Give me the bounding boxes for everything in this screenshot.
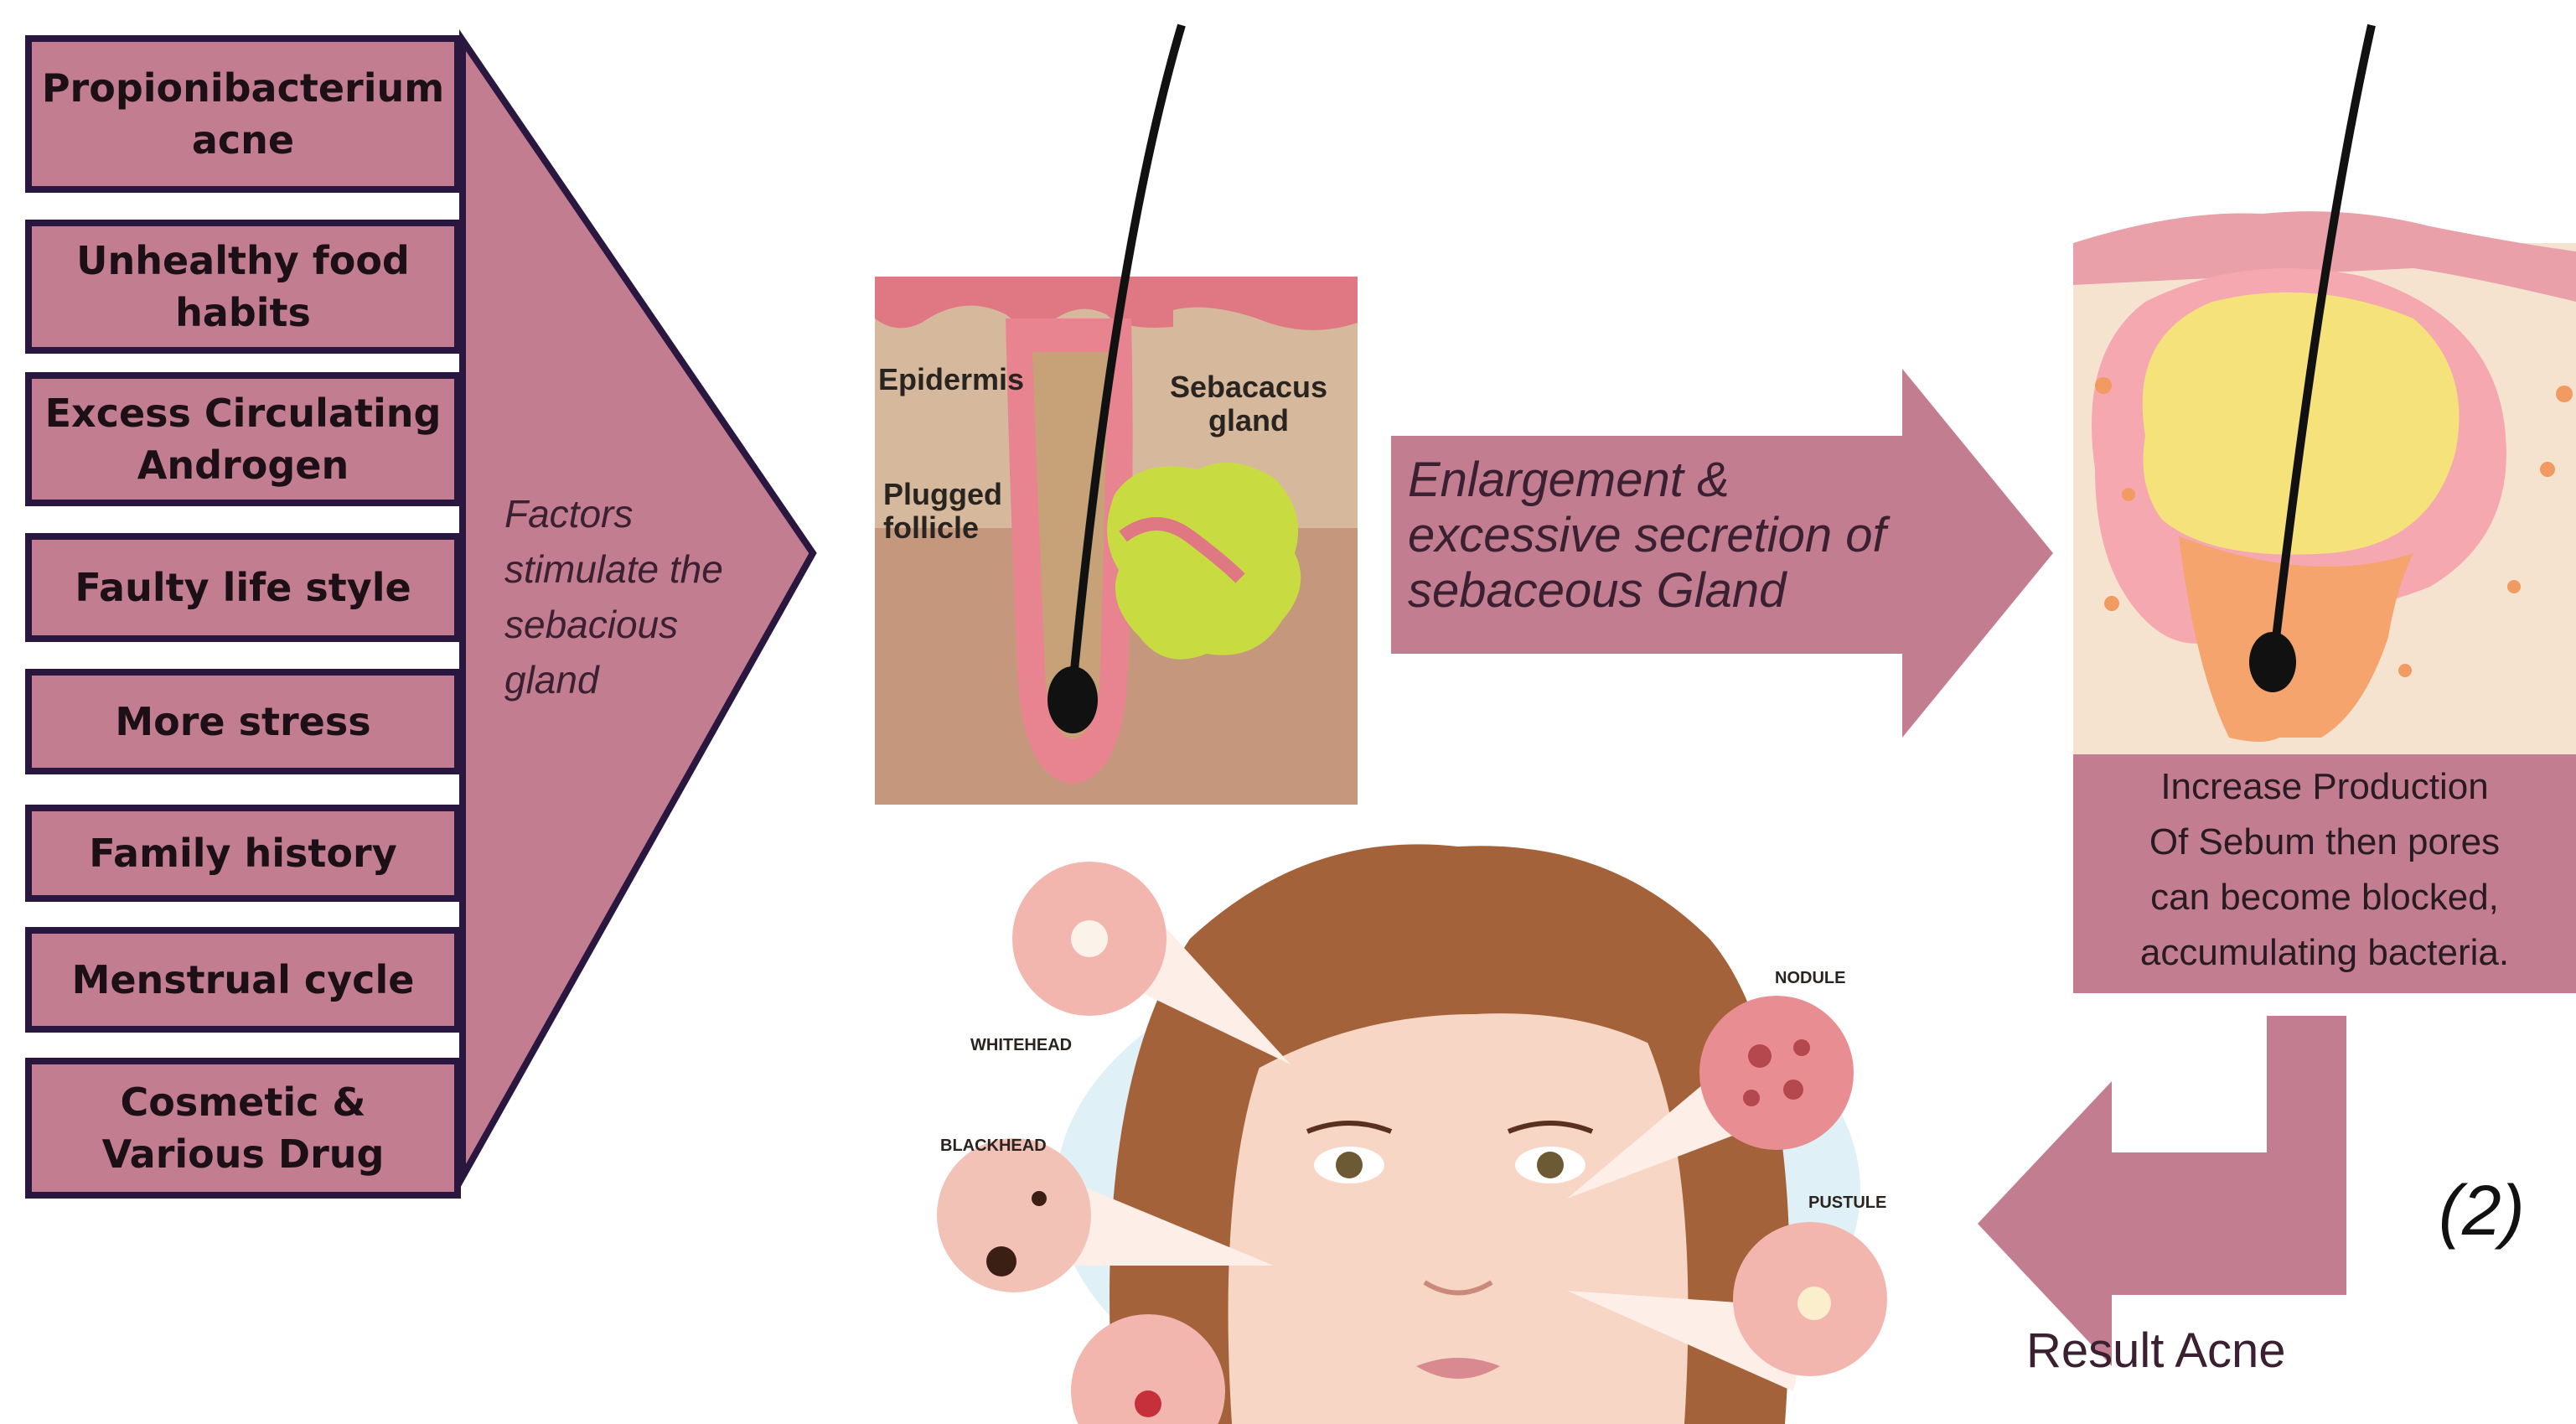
factors-arrow-label: Factors stimulate the sebacious gland: [504, 486, 723, 707]
reference-number: (2): [2439, 1170, 2525, 1251]
whitehead-label: WHITEHEAD: [970, 1036, 1072, 1055]
face-illustration: [937, 844, 1887, 1424]
result-acne-label: Result Acne: [2026, 1323, 2286, 1379]
pustule-label: PUSTULE: [1808, 1194, 1886, 1213]
blackhead-label: BLACKHEAD: [940, 1137, 1047, 1156]
result-arrow: [1978, 1016, 2346, 1366]
sebum-box-label: Increase Production Of Sebum then pores …: [2073, 759, 2576, 981]
epidermis-label: Epidermis: [878, 362, 1024, 397]
plugged-follicle-label: Plugged follicle: [883, 478, 1002, 545]
nodule-label: NODULE: [1775, 969, 1845, 988]
blocked-pore-illustration: [2073, 25, 2576, 754]
nodule-magnified: [1699, 996, 1854, 1150]
sebaceous-gland-label: Sebacacus gland: [1156, 370, 1341, 438]
middle-arrow-label: Enlargement & excessive secretion of seb…: [1408, 453, 1886, 619]
